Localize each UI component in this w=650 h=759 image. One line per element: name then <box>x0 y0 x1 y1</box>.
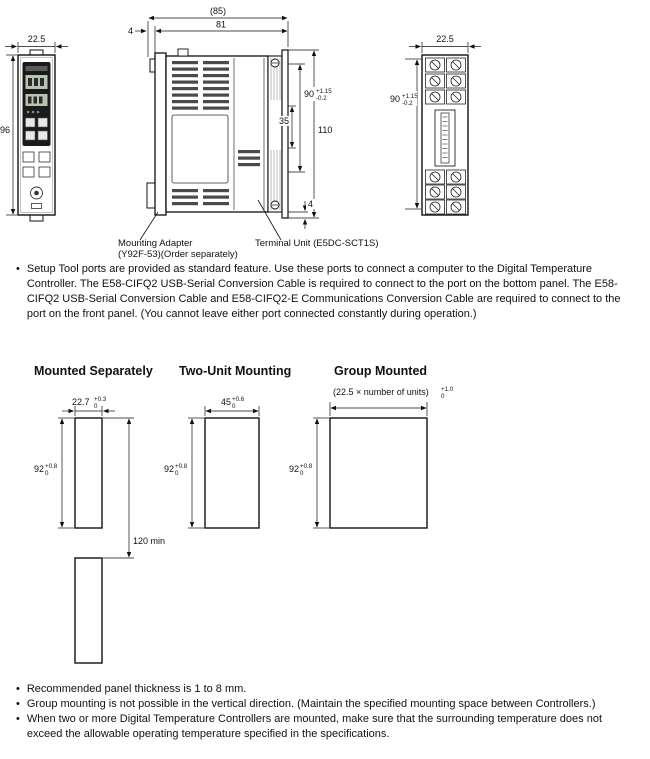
rear-width-dim <box>409 42 481 53</box>
rear-90-tol-upper: +1.15 <box>402 93 418 100</box>
mounted-separately-diagram: 22.7 +0.3 0 92 +0.8 0 120 min <box>34 396 165 664</box>
group-width-tol-upper: +1.0 <box>441 386 454 393</box>
dimensions-figure: 22.5 <box>0 6 481 260</box>
separate-spacing-label: 120 min <box>133 536 165 546</box>
two-unit-mounting-title: Two-Unit Mounting <box>179 364 291 378</box>
group-height-label: 92 <box>289 464 299 474</box>
separate-height-label: 92 <box>34 464 44 474</box>
side-90-tol-upper: +1.15 <box>316 88 332 95</box>
separate-spacing-dim <box>103 417 134 559</box>
rear-terminals-bottom <box>425 169 466 215</box>
two-unit-diagram: 45 +0.6 0 92 +0.8 0 <box>164 396 260 529</box>
front-body <box>17 49 56 222</box>
note-text-2: Group mounting is not possible in the ve… <box>26 698 596 710</box>
group-height-tol-upper: +0.8 <box>300 463 313 470</box>
separate-width-tol-lower: 0 <box>94 403 98 410</box>
separate-height-dim <box>58 417 74 529</box>
front-panel-keys <box>25 117 48 141</box>
front-view: 22.5 <box>0 34 68 222</box>
two-unit-height-tol-lower: 0 <box>175 470 179 477</box>
note-item-2: • Group mounting is not possible in the … <box>16 697 636 712</box>
side-view: (85) 81 4 <box>118 6 379 260</box>
group-mounted-title: Group Mounted <box>334 364 427 378</box>
two-unit-height-label: 92 <box>164 464 174 474</box>
setup-tool-note-text: Setup Tool ports are provided as standar… <box>26 263 621 320</box>
mounting-figure: Mounted Separately Two-Unit Mounting Gro… <box>34 364 454 664</box>
side-lip-dim-label: 4 <box>308 199 313 209</box>
side-vents-upper <box>172 61 229 110</box>
front-height-dim <box>6 54 17 216</box>
setup-tool-note: • Setup Tool ports are provided as stand… <box>16 262 634 322</box>
side-110-dim-label: 110 <box>318 125 332 135</box>
group-height-dim <box>313 417 329 529</box>
front-width-dim-label: 22.5 <box>28 34 46 44</box>
separate-height-tol-lower: 0 <box>45 470 49 477</box>
rear-90-dim-label: 90 <box>390 94 400 104</box>
two-unit-width-tol-lower: 0 <box>232 403 236 410</box>
bullet: • <box>16 683 20 695</box>
note-text-1: Recommended panel thickness is 1 to 8 mm… <box>26 683 247 695</box>
bullet: • <box>16 263 20 275</box>
rear-terminals-top <box>425 57 466 105</box>
group-width-tol-lower: 0 <box>441 393 445 400</box>
panel-cutout-2 <box>74 557 103 664</box>
group-width-label: (22.5 × number of units) <box>333 387 429 397</box>
two-unit-width-tol-upper: +0.6 <box>232 396 245 403</box>
rear-90-tol-lower: -0.2 <box>402 100 413 107</box>
two-unit-height-tol-upper: +0.8 <box>175 463 188 470</box>
terminal-unit-label: Terminal Unit (E5DC-SCT1S) <box>255 238 379 249</box>
front-lower-keys <box>22 151 51 178</box>
note-item-1: • Recommended panel thickness is 1 to 8 … <box>16 682 636 697</box>
front-width-dim <box>5 42 68 53</box>
side-90-tol-lower: -0.2 <box>316 95 327 102</box>
mounting-adapter-sublabel: (Y92F-53)(Order separately) <box>118 249 238 260</box>
side-vents-lower <box>172 189 229 206</box>
mounting-adapter-hook-bottom <box>146 182 155 209</box>
separate-width-dim <box>62 406 115 416</box>
rear-width-dim-label: 22.5 <box>436 34 454 44</box>
panel-cutout-1 <box>74 417 103 529</box>
side-body <box>146 48 289 219</box>
bullet: • <box>16 713 20 725</box>
group-height-tol-lower: 0 <box>300 470 304 477</box>
separate-height-tol-upper: +0.8 <box>45 463 58 470</box>
group-mounted-diagram: (22.5 × number of units) +1.0 0 92 +0.8 … <box>289 386 454 529</box>
two-unit-width-dim <box>204 406 260 416</box>
separate-width-label: 22.7 <box>72 397 90 407</box>
terminal-unit-plate <box>281 49 289 219</box>
group-width-dim <box>329 402 428 416</box>
rear-height-dim <box>405 58 421 210</box>
mounted-separately-title: Mounted Separately <box>34 364 153 378</box>
side-35-dim-label: 35 <box>279 116 289 126</box>
side-body-dim-label: 81 <box>216 20 226 30</box>
front-height-dim-label: 96 <box>0 125 10 135</box>
side-90-dim-label: 90 <box>304 89 314 99</box>
side-overall-dim-label: (85) <box>210 6 226 16</box>
two-unit-height-dim <box>188 417 204 529</box>
side-label-area <box>171 114 229 184</box>
rear-view: 22.5 <box>388 34 481 216</box>
panel-cutout-group <box>329 417 428 529</box>
side-right-dims <box>288 49 319 229</box>
rear-connector <box>434 109 456 167</box>
note-text-3: When two or more Digital Temperature Con… <box>26 713 603 740</box>
leader-lines <box>139 199 282 241</box>
panel-cutout-two-unit <box>204 417 260 529</box>
mounting-adapter-hook-top <box>149 58 155 73</box>
note-item-3: • When two or more Digital Temperature C… <box>16 712 636 742</box>
side-hook-dim-label: 4 <box>128 26 133 36</box>
mounting-adapter-label: Mounting Adapter <box>118 238 192 249</box>
side-top-dims <box>135 15 289 57</box>
separate-width-tol-upper: +0.3 <box>94 396 107 403</box>
bullet: • <box>16 698 20 710</box>
side-vents-right <box>238 150 260 167</box>
footer-notes: • Recommended panel thickness is 1 to 8 … <box>16 682 636 742</box>
two-unit-width-label: 45 <box>221 397 231 407</box>
